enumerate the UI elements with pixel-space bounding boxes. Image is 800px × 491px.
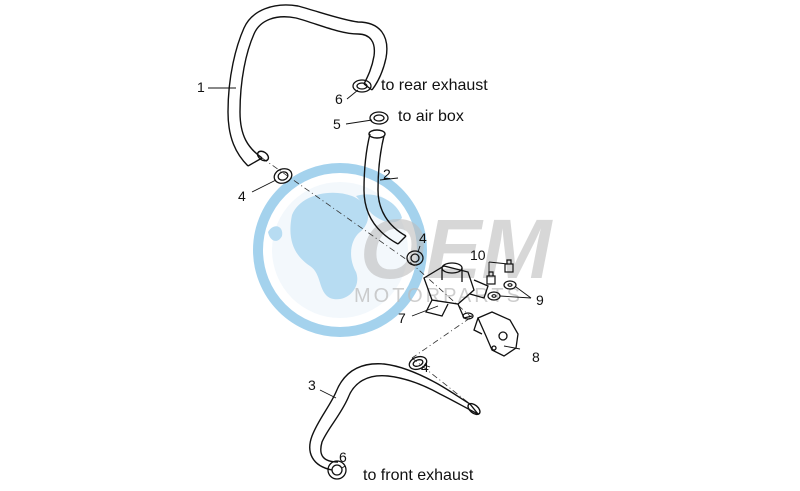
svg-text:MOTORPARTS: MOTORPARTS (354, 285, 523, 307)
note-rear-exhaust: to rear exhaust (381, 77, 488, 94)
callout-8: 8 (532, 349, 540, 365)
callout-6-bottom: 6 (339, 449, 347, 465)
callout-1: 1 (197, 79, 205, 95)
callout-7: 7 (398, 310, 406, 326)
callout-9: 9 (536, 292, 544, 308)
part-2-middle-pipe (363, 129, 407, 245)
callout-4-upper: 4 (238, 188, 246, 204)
callout-6-top: 6 (335, 91, 343, 107)
part-8-bracket (473, 311, 519, 357)
assembly-axis-lines (261, 157, 471, 405)
callout-2: 2 (383, 166, 391, 182)
leader-lines (208, 87, 532, 469)
callout-4-middle: 4 (419, 230, 427, 246)
note-air-box: to air box (398, 108, 464, 125)
clamps (273, 79, 428, 480)
svg-text:OEM: OEM (360, 202, 553, 296)
watermark-brand: OEM MOTORPARTS (354, 202, 553, 307)
note-front-exhaust: to front exhaust (363, 467, 474, 484)
callout-5: 5 (333, 116, 341, 132)
callout-10: 10 (470, 247, 486, 263)
part-7-valve (423, 262, 489, 320)
callout-4-lower: 4 (421, 359, 429, 375)
part-3-lower-pipe (309, 363, 481, 471)
part-1-upper-pipe (227, 4, 388, 167)
callout-3: 3 (308, 377, 316, 393)
